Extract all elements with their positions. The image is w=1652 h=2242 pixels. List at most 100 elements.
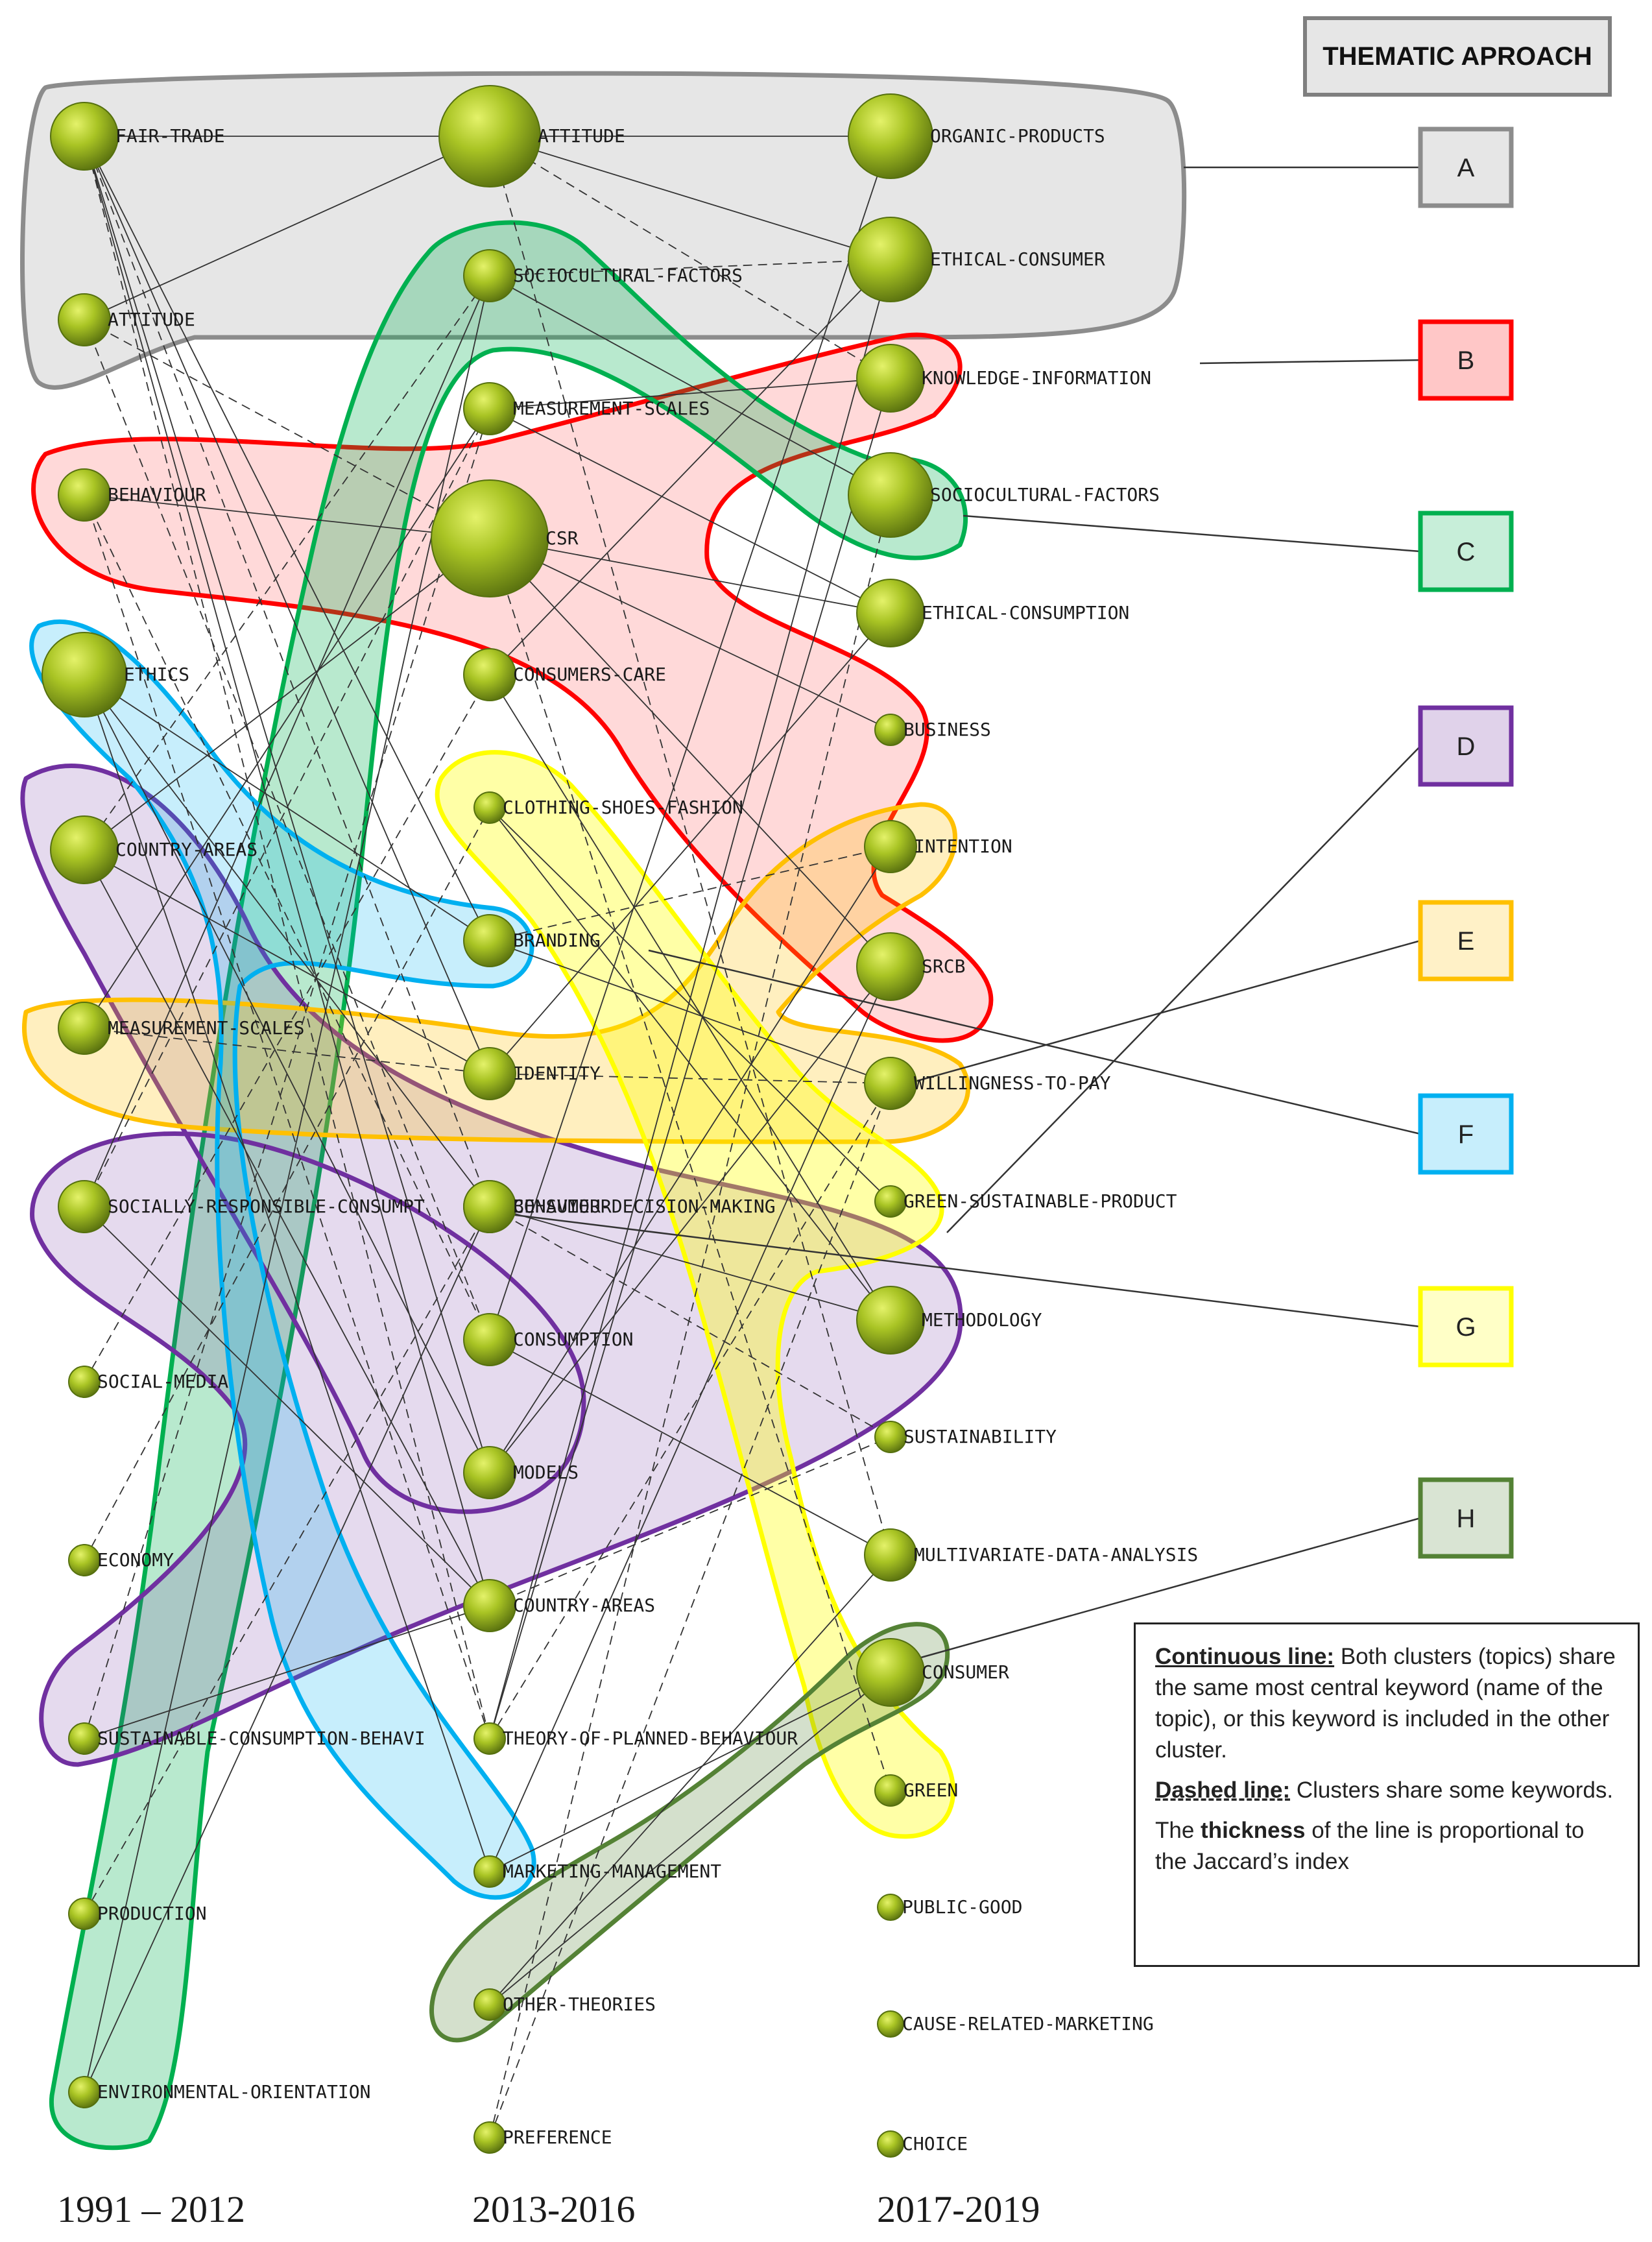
node-label-p2-consumption: CONSUMPTION: [513, 1329, 633, 1350]
node-circle-p3-green-sustainable-product: [874, 1185, 907, 1218]
link-p2-clothing-to-p3-green-sustainable-product: [489, 807, 891, 1202]
node-label-p2-country-areas: COUNTRY-AREAS: [513, 1595, 655, 1616]
topic-node-p1-ethics: ETHICS: [42, 632, 189, 717]
node-label-p1-socially-responsible: SOCIALLY-RESPONSIBLE-CONSUMPT: [108, 1196, 425, 1217]
node-label-p3-public-good: PUBLIC-GOOD: [902, 1896, 1022, 1918]
theme-box-label-b: B: [1457, 346, 1475, 375]
link-p2-tpb-to-p3-knowledge-information: [489, 378, 891, 1739]
topic-node-p3-srcb: SRCB: [856, 932, 965, 1001]
link-p1-country-areas-to-p2-country-areas: [84, 849, 490, 1606]
topic-node-p3-cause-related-marketing: CAUSE-RELATED-MARKETING: [877, 2010, 1154, 2038]
theme-box-frame-b: [1418, 319, 1514, 401]
node-label-p1-social-media: SOCIAL-MEDIA: [97, 1371, 228, 1392]
node-circle-p1-social-media: [68, 1366, 101, 1398]
theme-box-frame-h: [1418, 1477, 1514, 1559]
period-label-2: 2013-2016: [472, 2188, 635, 2230]
node-label-p1-fair-trade: FAIR-TRADE: [115, 125, 225, 147]
node-circle-p2-marketing-management: [473, 1855, 506, 1888]
topic-node-p1-fair-trade: FAIR-TRADE: [50, 102, 225, 171]
node-circle-p1-country-areas: [50, 815, 119, 884]
link-p1-fair-trade-to-p2-country-areas: [84, 136, 490, 1606]
topic-node-p1-behaviour: BEHAVIOUR: [58, 468, 206, 522]
topic-node-p1-measurement-scales: MEASUREMENT-SCALES: [58, 1002, 304, 1055]
node-label-p3-sociocultural-factors: SOCIOCULTURAL-FACTORS: [930, 484, 1160, 505]
link-p1-country-areas-to-p2-identity: [84, 849, 490, 1074]
node-label-p2-marketing-management: MARKETING-MANAGEMENT: [503, 1861, 721, 1882]
node-circle-p3-cause-related-marketing: [877, 2010, 904, 2038]
node-circle-p3-business: [874, 714, 907, 746]
node-circle-p2-identity: [463, 1047, 516, 1100]
theme-box-b: B: [1418, 319, 1514, 401]
link-p1-ethics-to-p2-consumer-decision: [84, 674, 490, 1207]
theme-box-label-f: F: [1458, 1120, 1474, 1149]
link-p2-csr-to-p3-business: [489, 538, 891, 730]
theme-box-h: H: [1418, 1477, 1514, 1559]
node-label-p1-measurement-scales: MEASUREMENT-SCALES: [108, 1017, 304, 1039]
legend-dashed: Dashed line: Clusters share some keyword…: [1155, 1775, 1618, 1806]
node-label-p1-environmental-orientation: ENVIRONMENTAL-ORIENTATION: [97, 2081, 370, 2103]
link-p2-country-areas-to-p3-sustainability: [489, 1436, 891, 1606]
topic-node-p3-choice: CHOICE: [877, 2130, 968, 2158]
diagram-title: THEMATIC APROACH: [1323, 42, 1592, 71]
theme-box-c: C: [1418, 511, 1514, 592]
legend-thickness-prefix: The: [1155, 1818, 1201, 1843]
node-circle-p2-models: [463, 1446, 516, 1499]
theme-box-frame-a: [1418, 127, 1514, 208]
node-circle-p2-clothing: [473, 791, 506, 824]
link-p1-social-media-to-p2-consumers-care: [84, 674, 490, 1382]
node-label-p3-willingness-to-pay: WILLINGNESS-TO-PAY: [914, 1072, 1111, 1094]
node-circle-p2-tpb: [473, 1722, 506, 1755]
node-label-p3-green: GREEN: [904, 1779, 958, 1801]
node-label-p2-preference: PREFERENCE: [503, 2127, 612, 2148]
topic-node-p3-ethical-consumer: ETHICAL-CONSUMER: [848, 217, 1105, 302]
node-circle-p3-public-good: [877, 1894, 904, 1921]
node-label-p3-multivariate: MULTIVARIATE-DATA-ANALYSIS: [914, 1544, 1198, 1565]
node-circle-p2-behaviour: [463, 1180, 516, 1233]
node-label-p2-attitude: ATTITUDE: [538, 125, 625, 147]
topic-node-p2-sociocultural-factors: SOCIOCULTURAL-FACTORS: [463, 249, 743, 302]
node-label-p2-consumers-care: CONSUMERS-CARE: [513, 664, 666, 685]
theme-box-frame-e: [1418, 900, 1514, 982]
link-p1-measurement-scales-to-p2-identity: [84, 1028, 490, 1074]
theme-connector-g: [499, 1212, 1421, 1328]
link-p2-clothing-to-p3-methodology: [489, 807, 891, 1321]
legend-continuous-text: Both clusters (topics) share the same mo…: [1155, 1644, 1616, 1763]
theme-box-label-c: C: [1457, 538, 1476, 566]
topic-node-p2-behaviour: BEHAVIOUR: [463, 1180, 612, 1233]
topic-node-p2-csr: CSR: [431, 479, 579, 597]
node-circle-p3-multivariate: [864, 1528, 917, 1582]
node-circle-p2-preference: [473, 2121, 506, 2154]
node-circle-p1-environmental-orientation: [68, 2076, 101, 2108]
link-p1-behaviour-to-p2-csr: [84, 494, 490, 539]
topic-node-p3-methodology: METHODOLOGY: [856, 1286, 1042, 1355]
legend-dashed-text: Clusters share some keywords.: [1296, 1778, 1614, 1803]
theme-connector-e: [907, 939, 1421, 1085]
node-circle-p1-sustainable-consumption: [68, 1722, 101, 1755]
topic-node-p3-willingness-to-pay: WILLINGNESS-TO-PAY: [864, 1057, 1111, 1110]
node-label-p3-srcb: SRCB: [922, 956, 965, 977]
topic-node-p1-environmental-orientation: ENVIRONMENTAL-ORIENTATION: [68, 2076, 370, 2108]
theme-box-label-a: A: [1457, 154, 1475, 182]
topic-node-p2-attitude: ATTITUDE: [438, 85, 625, 187]
theme-box-frame-f: [1418, 1093, 1514, 1175]
link-p2-csr-to-p3-ethical-consumption: [489, 538, 891, 614]
link-p1-measurement-scales-to-p2-measurement-scales: [84, 408, 490, 1029]
node-circle-p1-behaviour: [58, 468, 111, 522]
node-circle-p3-knowledge-information: [856, 344, 925, 413]
topic-node-p2-marketing-management: MARKETING-MANAGEMENT: [473, 1855, 721, 1888]
node-label-p3-organic-products: ORGANIC-PRODUCTS: [930, 125, 1105, 147]
link-p2-attitude-to-p3-multivariate: [489, 136, 891, 1556]
theme-connector-b: [1199, 359, 1421, 365]
topic-node-p3-business: BUSINESS: [874, 714, 991, 746]
node-label-p3-consumer: CONSUMER: [922, 1661, 1009, 1683]
node-circle-p3-sustainability: [874, 1421, 907, 1453]
node-circle-p2-consumption: [463, 1313, 516, 1366]
link-p1-environmental-orientation-to-p2-behaviour: [84, 1206, 490, 2093]
link-p2-sociocultural-factors-to-p3-sociocultural-factors: [489, 275, 891, 496]
topic-node-p2-country-areas: COUNTRY-AREAS: [463, 1579, 655, 1632]
topic-node-p3-ethical-consumption: ETHICAL-CONSUMPTION: [856, 579, 1129, 647]
node-label-p3-knowledge-information: KNOWLEDGE-INFORMATION: [922, 367, 1151, 389]
topic-node-p1-sustainable-consumption: SUSTAINABLE-CONSUMPTION-BEHAVI: [68, 1722, 425, 1755]
topic-node-p1-attitude: ATTITUDE: [58, 293, 195, 346]
node-label-p3-ethical-consumption: ETHICAL-CONSUMPTION: [922, 602, 1129, 623]
